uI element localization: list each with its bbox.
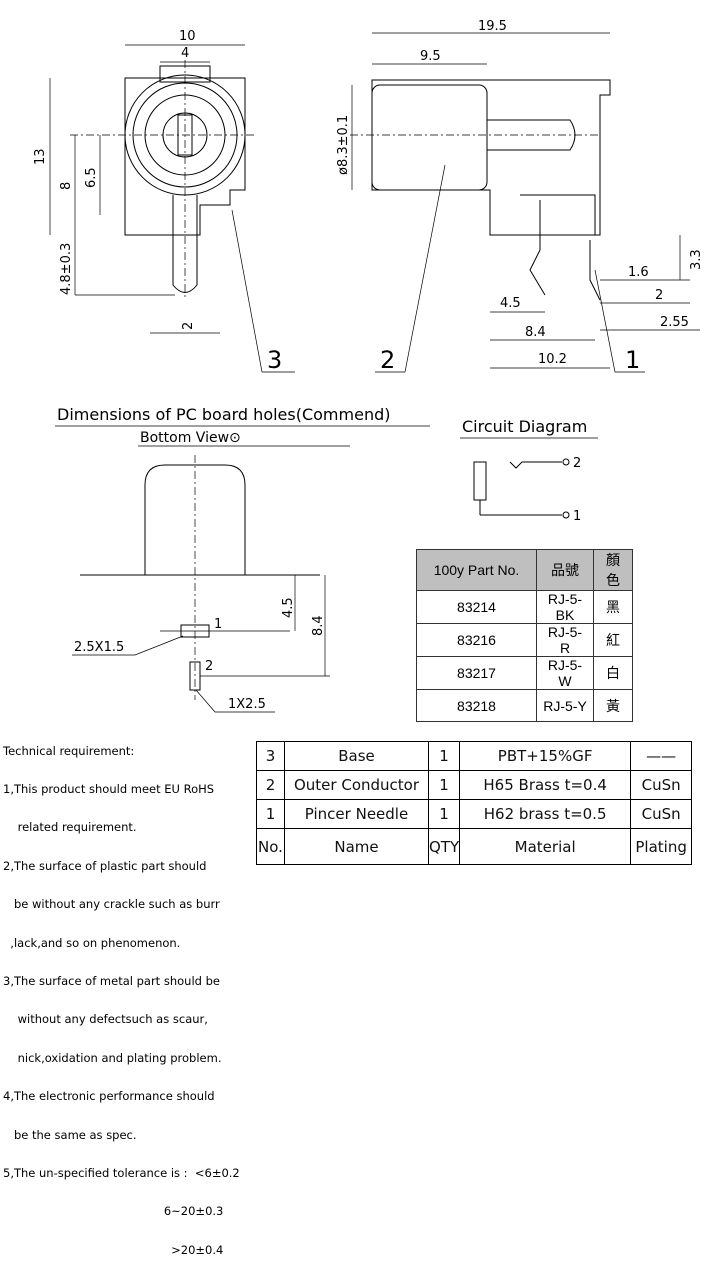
parts-header-row: 100y Part No. 品號 顏色 [416,549,633,591]
dim-d3: 2 [655,288,663,303]
tech-line: ,lack,and so on phenomenon. [3,935,181,950]
bom-material: H62 brass t=0.5 [459,799,632,829]
header-model: 品號 [536,549,594,591]
bom-qty: 1 [427,799,461,829]
technical-requirements: Technical requirement: 1,This product sh… [3,719,240,1269]
side-view: 19.5 9.5 ø8.3±0.1 3.3 1.6 4.5 2 8.4 2.55… [336,19,704,374]
dim-d5: 2.55 [660,315,689,330]
pcb-dim2: 8.4 [311,615,326,636]
dim-width: 10 [179,29,196,44]
tech-line: nick,oxidation and plating problem. [3,1050,222,1065]
header-color: 顏色 [593,549,633,591]
bom-name: Pincer Needle [284,799,429,829]
dim-pin-pitch: 2 [181,322,196,330]
bom-header-material: Material [459,828,632,865]
bom-name: Outer Conductor [284,770,429,800]
dim-d2: 4.5 [500,296,521,311]
dim-height: 13 [33,148,48,165]
dim-d6: 10.2 [538,352,567,367]
tech-line: Technical requirement: [3,743,135,758]
bom-plating: —— [630,741,693,771]
callout-1: 1 [625,346,640,374]
color: 紅 [593,623,633,657]
tech-line: related requirement. [3,820,137,835]
dim-center2: 6.5 [84,167,99,188]
color: 黑 [593,590,633,624]
dim-h1: 3.3 [689,249,704,270]
bom-qty: 1 [427,741,461,771]
part-no: 83214 [416,590,537,624]
dim-diameter: ø8.3±0.1 [336,115,351,175]
hole1-label: 1 [214,617,222,632]
bom-plating: CuSn [630,770,693,800]
color: 白 [593,656,633,690]
dim-center: 8 [59,182,74,190]
dim-d4: 8.4 [525,325,546,340]
circuit-pin2: 2 [573,456,581,471]
color: 黃 [593,689,633,722]
dim-slot: 4 [181,46,189,61]
hole1-size: 2.5X1.5 [74,640,124,655]
callout-2: 2 [380,346,395,374]
bom-name: Base [284,741,429,771]
bom-header-name: Name [284,828,429,865]
pcb-dim1: 4.5 [281,597,296,618]
part-no: 83216 [416,623,537,657]
pcb-title: Dimensions of PC board holes(Commend) [57,405,390,424]
bom-header-no: No. [256,828,285,865]
dim-d1: 1.6 [628,265,649,280]
tech-line: without any defectsuch as scaur, [3,1012,208,1027]
tech-line: be without any crackle such as burr [3,897,220,912]
bom-header-plating: Plating [630,828,693,865]
hole2-size: 1X2.5 [228,697,266,712]
pcb-holes-view: Dimensions of PC board holes(Commend) Bo… [55,405,430,713]
tech-line: 4,The electronic performance should [3,1089,215,1104]
dim-body: 9.5 [420,49,441,64]
technical-drawing: 10 4 13 8 6.5 4.8±0.3 2 3 19.5 9.5 ø8.3±… [33,19,704,713]
bom-material: PBT+15%GF [459,741,632,771]
tech-line: 2,The surface of plastic part should [3,858,207,873]
part-no: 83217 [416,656,537,690]
header-part-no: 100y Part No. [416,549,537,591]
tech-line: be the same as spec. [3,1127,137,1142]
model: RJ-5-R [536,623,594,657]
bom-no: 3 [256,741,285,771]
hole2-label: 2 [205,659,213,674]
bom-qty: 1 [427,770,461,800]
bom-header-qty: QTY [427,828,461,865]
model: RJ-5-Y [536,689,594,722]
model: RJ-5-W [536,656,594,690]
tech-line: 6~20±0.3 [3,1204,224,1219]
tech-line: 3,The surface of metal part should be [3,973,220,988]
part-no: 83218 [416,689,537,722]
bom-no: 1 [256,799,285,829]
bom-no: 2 [256,770,285,800]
front-view: 10 4 13 8 6.5 4.8±0.3 2 3 [33,29,295,374]
bom-plating: CuSn [630,799,693,829]
bom-material: H65 Brass t=0.4 [459,770,632,800]
model: RJ-5-BK [536,590,594,624]
pcb-subtitle: Bottom View⊙ [140,430,241,446]
dim-length: 19.5 [478,19,507,34]
tech-line: 1,This product should meet EU RoHS [3,781,215,796]
circuit-pin1: 1 [573,509,581,524]
tech-line: 5,The un-specified tolerance is : <6±0.2 [3,1165,240,1180]
dim-pin-length: 4.8±0.3 [59,243,74,295]
tech-line: >20±0.4 [3,1242,224,1257]
circuit-diagram: Circuit Diagram 2 1 [460,417,598,524]
circuit-title: Circuit Diagram [462,417,587,436]
callout-3: 3 [267,346,282,374]
